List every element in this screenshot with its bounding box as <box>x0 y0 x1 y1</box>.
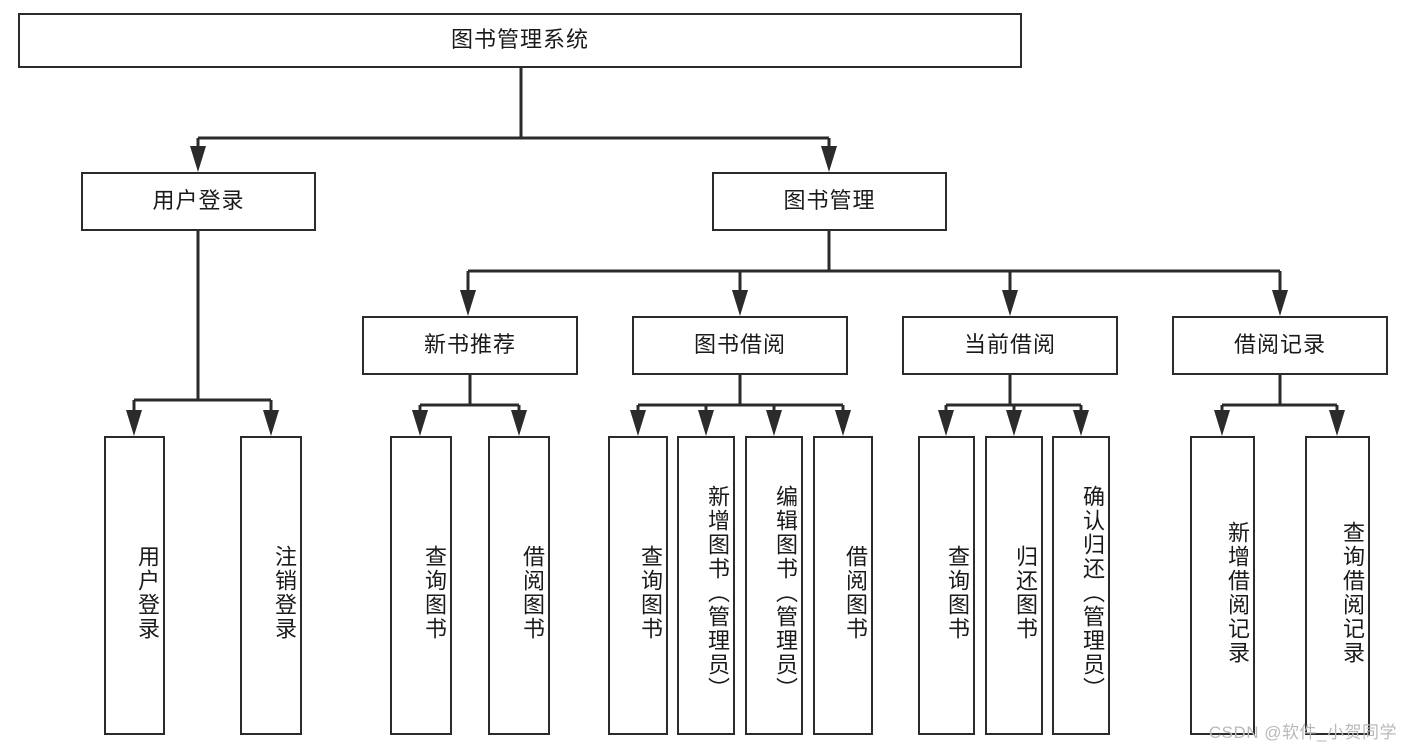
node-label: 查询图书 <box>945 544 970 641</box>
node-borrowing-records[interactable]: 借阅记录 <box>1172 316 1388 375</box>
book-manage-bus-arrowhead-1 <box>732 290 748 316</box>
node-leaf-user-login[interactable]: 用户登录 <box>104 436 165 735</box>
node-leaf-query-books-c[interactable]: 查询图书 <box>918 436 975 735</box>
node-label: 查询图书 <box>422 544 447 641</box>
book-borrow-bus-arrowhead-0 <box>630 410 646 436</box>
node-current-borrowing[interactable]: 当前借阅 <box>902 316 1118 375</box>
root-bus-arrowhead-0 <box>190 146 206 172</box>
node-book-management-system[interactable]: 图书管理系统 <box>18 13 1022 68</box>
current-borrow-bus-arrowhead-2 <box>1073 410 1089 436</box>
node-label: 用户登录 <box>152 188 245 214</box>
book-manage-bus-arrowhead-2 <box>1002 290 1018 316</box>
node-leaf-return-books[interactable]: 归还图书 <box>985 436 1043 735</box>
node-label: 当前借阅 <box>963 332 1056 358</box>
borrow-record-bus-arrowhead-0 <box>1214 410 1230 436</box>
node-label: 新增借阅记录 <box>1225 520 1250 665</box>
root-bus-arrowhead-1 <box>821 146 837 172</box>
node-label: 新书推荐 <box>423 332 516 358</box>
book-borrow-bus-arrowhead-2 <box>766 410 782 436</box>
node-book-management[interactable]: 图书管理 <box>712 172 947 231</box>
current-borrow-bus-arrowhead-0 <box>938 410 954 436</box>
node-label: 图书管理 <box>783 188 876 214</box>
current-borrow-bus-arrowhead-1 <box>1006 410 1022 436</box>
node-leaf-add-borrow-record[interactable]: 新增借阅记录 <box>1190 436 1255 735</box>
new-book-bus-arrowhead-0 <box>412 410 428 436</box>
user-login-bus-arrowhead-1 <box>263 410 279 436</box>
node-book-borrowing[interactable]: 图书借阅 <box>632 316 848 375</box>
node-leaf-query-books-a[interactable]: 查询图书 <box>390 436 452 735</box>
user-login-bus-arrowhead-0 <box>126 410 142 436</box>
node-label: 确认归还（管理员） <box>1080 484 1105 701</box>
node-label: 查询借阅记录 <box>1340 520 1365 665</box>
node-label: 图书借阅 <box>693 332 786 358</box>
node-label: 归还图书 <box>1013 544 1038 641</box>
node-leaf-borrow-books-a[interactable]: 借阅图书 <box>488 436 550 735</box>
watermark-text: CSDN @软件_小贺同学 <box>1208 723 1397 742</box>
node-leaf-edit-book-admin[interactable]: 编辑图书（管理员） <box>745 436 803 735</box>
node-leaf-add-book-admin[interactable]: 新增图书（管理员） <box>677 436 735 735</box>
node-label: 图书管理系统 <box>450 27 589 53</box>
node-label: 注销登录 <box>272 544 297 641</box>
node-user-login[interactable]: 用户登录 <box>81 172 316 231</box>
node-leaf-confirm-return-admin[interactable]: 确认归还（管理员） <box>1052 436 1110 735</box>
node-label: 编辑图书（管理员） <box>773 484 798 701</box>
node-leaf-logout[interactable]: 注销登录 <box>240 436 302 735</box>
node-label: 借阅图书 <box>520 544 545 641</box>
node-label: 查询图书 <box>638 544 663 641</box>
book-borrow-bus-arrowhead-1 <box>698 410 714 436</box>
node-label: 新增图书（管理员） <box>705 484 730 701</box>
node-new-book-recommendation[interactable]: 新书推荐 <box>362 316 578 375</box>
node-leaf-query-books-b[interactable]: 查询图书 <box>608 436 668 735</box>
book-manage-bus-arrowhead-3 <box>1272 290 1288 316</box>
book-manage-bus-arrowhead-0 <box>460 290 476 316</box>
node-label: 用户登录 <box>135 544 160 641</box>
node-label: 借阅记录 <box>1233 332 1326 358</box>
book-borrow-bus-arrowhead-3 <box>835 410 851 436</box>
borrow-record-bus-arrowhead-1 <box>1329 410 1345 436</box>
node-leaf-query-borrow-record[interactable]: 查询借阅记录 <box>1305 436 1370 735</box>
node-label: 借阅图书 <box>843 544 868 641</box>
node-leaf-borrow-books-b[interactable]: 借阅图书 <box>813 436 873 735</box>
new-book-bus-arrowhead-1 <box>511 410 527 436</box>
